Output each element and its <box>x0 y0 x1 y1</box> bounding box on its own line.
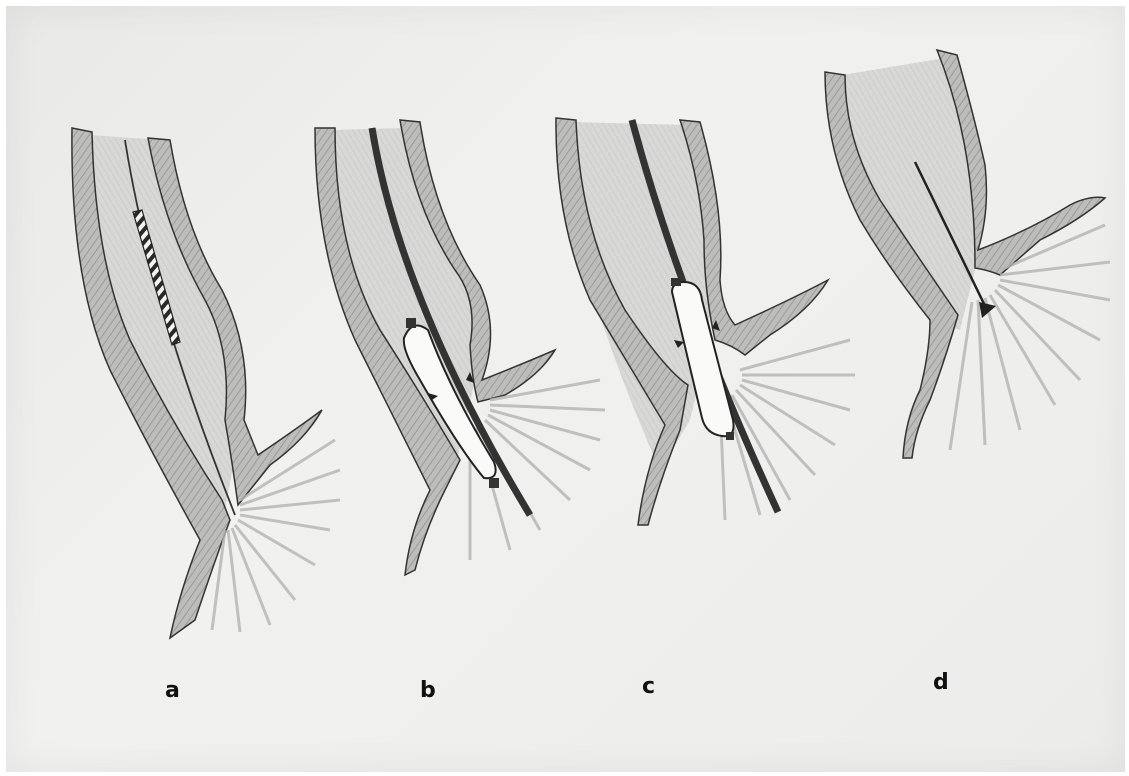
panel-label-a: a <box>165 680 180 702</box>
panel-a-drawing <box>72 128 340 638</box>
panel-c-drawing <box>556 118 855 525</box>
panel-d-flow-arrow-head <box>979 302 996 318</box>
panel-label-c: c <box>642 676 655 698</box>
panel-d-drawing <box>825 50 1110 458</box>
panel-b-balloon-marker-top <box>406 318 416 328</box>
panel-c-balloon-marker-top <box>671 278 681 286</box>
panel-label-b: b <box>420 680 436 702</box>
panel-label-d: d <box>933 672 949 694</box>
panel-b-balloon-marker-bottom <box>489 478 499 488</box>
panel-c-balloon-marker-bottom <box>726 432 734 440</box>
